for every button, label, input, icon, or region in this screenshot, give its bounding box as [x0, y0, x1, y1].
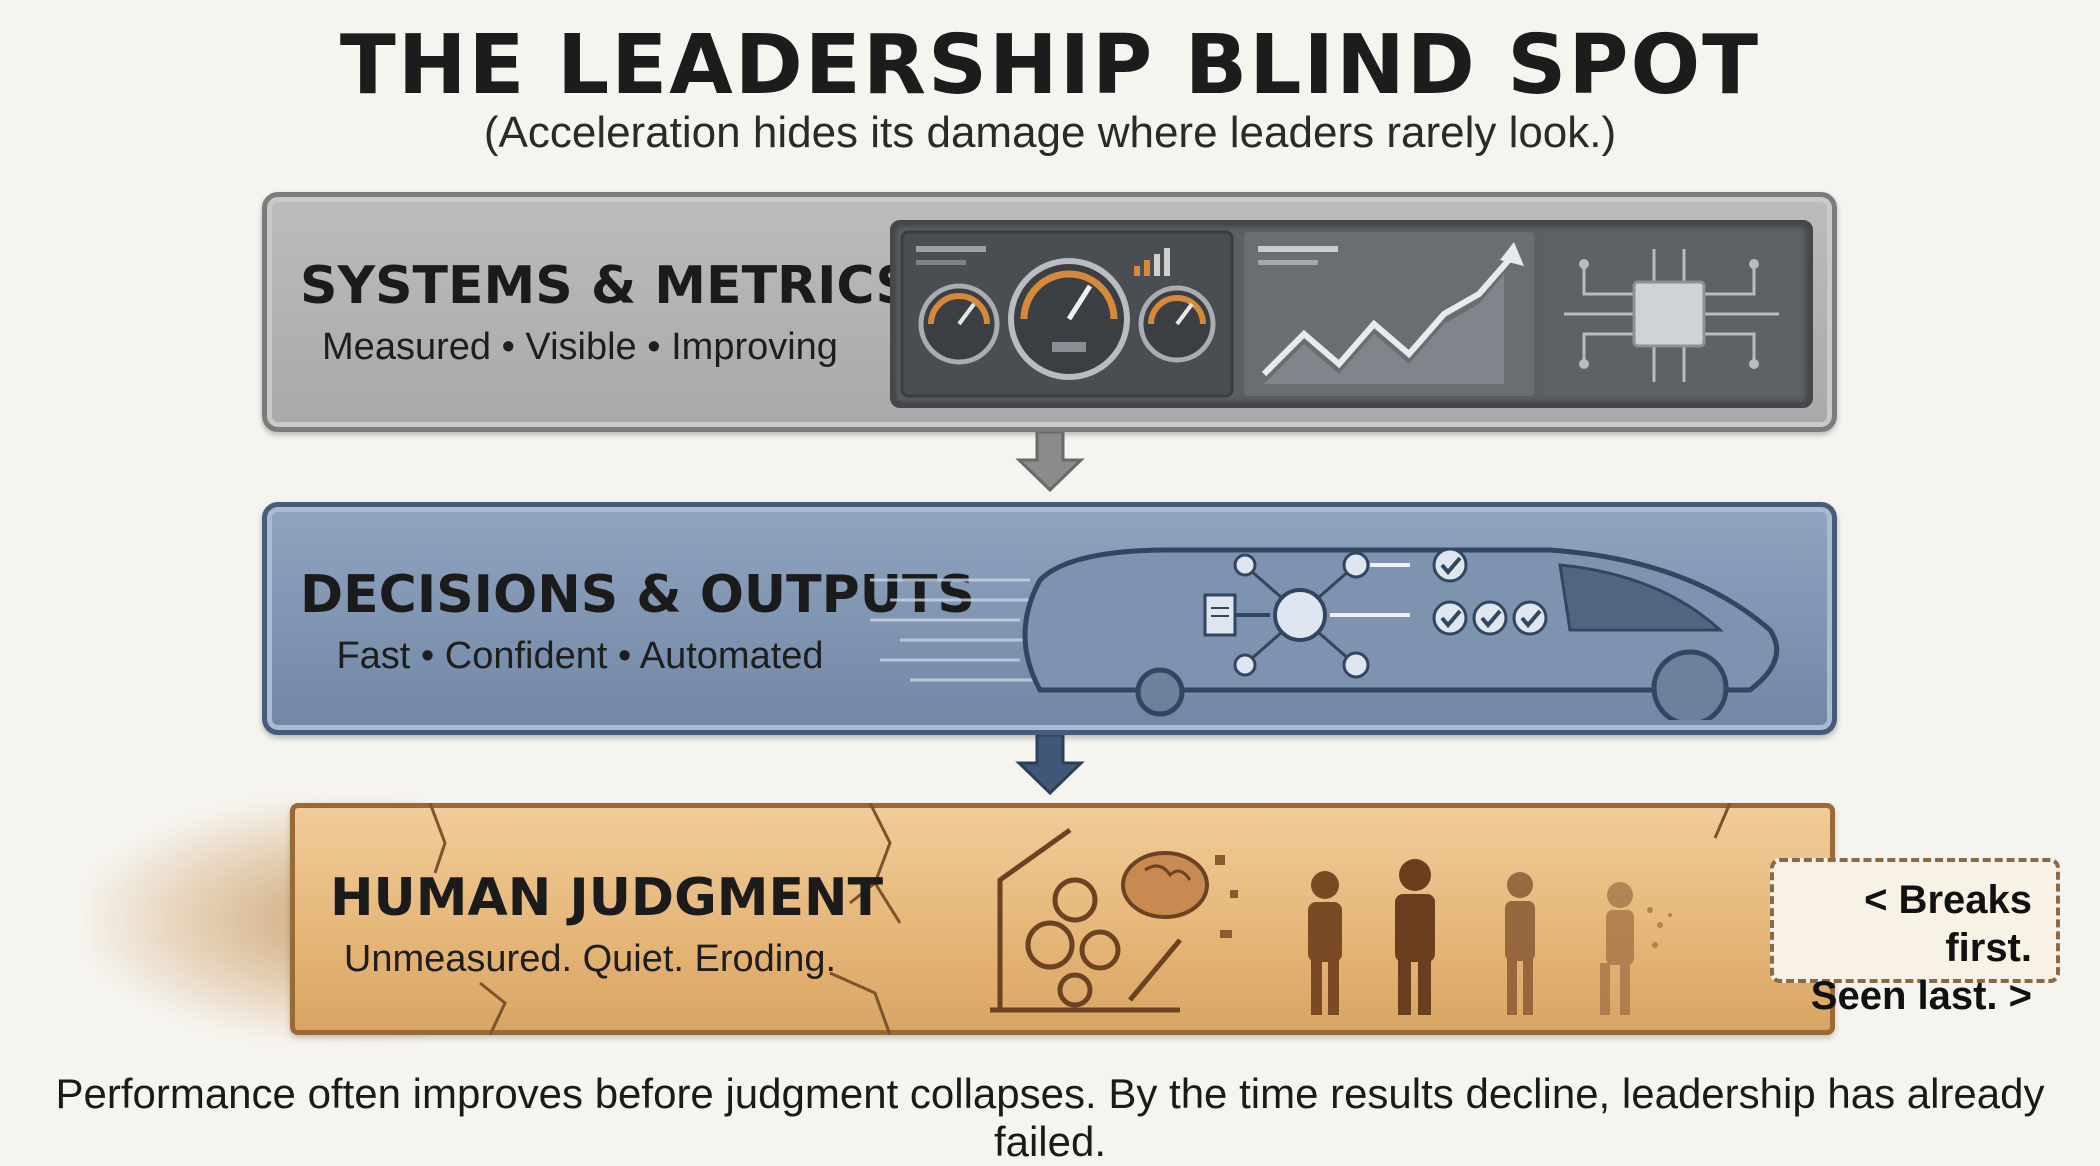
broken-gears-icon — [990, 827, 1182, 1013]
decisions-outputs-text: DECISIONS & OUTPUTS Fast • Confident • A… — [300, 565, 975, 678]
breaks-first-callout: < Breaks first. Seen last. > — [1770, 858, 2060, 1018]
circuit-chip-icon — [1544, 232, 1799, 396]
callout-line2: Seen last. > — [1810, 974, 2032, 1018]
high-speed-train-icon — [870, 547, 1780, 720]
decisions-outputs-heading: DECISIONS & OUTPUTS — [300, 565, 975, 625]
checkmark-icon — [1432, 547, 1548, 636]
systems-metrics-heading: SYSTEMS & METRICS — [300, 256, 914, 316]
human-judgment-heading: HUMAN JUDGMENT — [330, 868, 884, 928]
crack-lines — [428, 803, 1732, 1035]
disintegrating-person-icon — [1600, 882, 1672, 1015]
human-judgment-text: HUMAN JUDGMENT Unmeasured. Quiet. Erodin… — [330, 868, 884, 981]
gauge-icon — [918, 283, 1000, 365]
confused-person-icon — [1395, 859, 1435, 1015]
footer-caption: Performance often improves before judgme… — [55, 1070, 2045, 1165]
network-hub-icon — [1233, 551, 1370, 679]
brain-icon — [1121, 851, 1238, 938]
systems-metrics-tagline: Measured • Visible • Improving — [322, 326, 838, 368]
human-judgment-tagline: Unmeasured. Quiet. Eroding. — [343, 938, 837, 980]
confused-person-icon — [1308, 871, 1342, 1015]
systems-metrics-text: SYSTEMS & METRICS Measured • Visible • I… — [300, 256, 914, 369]
arrow-down-icon — [1015, 735, 1085, 795]
speedometer-icon — [1008, 258, 1130, 380]
judgment-illustration — [990, 827, 1672, 1015]
confused-person-icon — [1505, 872, 1535, 1015]
page-title: THE LEADERSHIP BLIND SPOT — [339, 18, 1761, 113]
callout-line1: < Breaks first. — [1864, 878, 2032, 970]
document-icon — [1203, 593, 1237, 637]
arrow-down-icon — [1015, 432, 1085, 492]
trend-chart-icon — [1244, 232, 1534, 396]
decisions-outputs-tagline: Fast • Confident • Automated — [336, 635, 824, 677]
gauge-icon — [1138, 285, 1216, 363]
dashboard-inset — [890, 220, 1813, 408]
page-subtitle: (Acceleration hides its damage where lea… — [483, 108, 1617, 157]
